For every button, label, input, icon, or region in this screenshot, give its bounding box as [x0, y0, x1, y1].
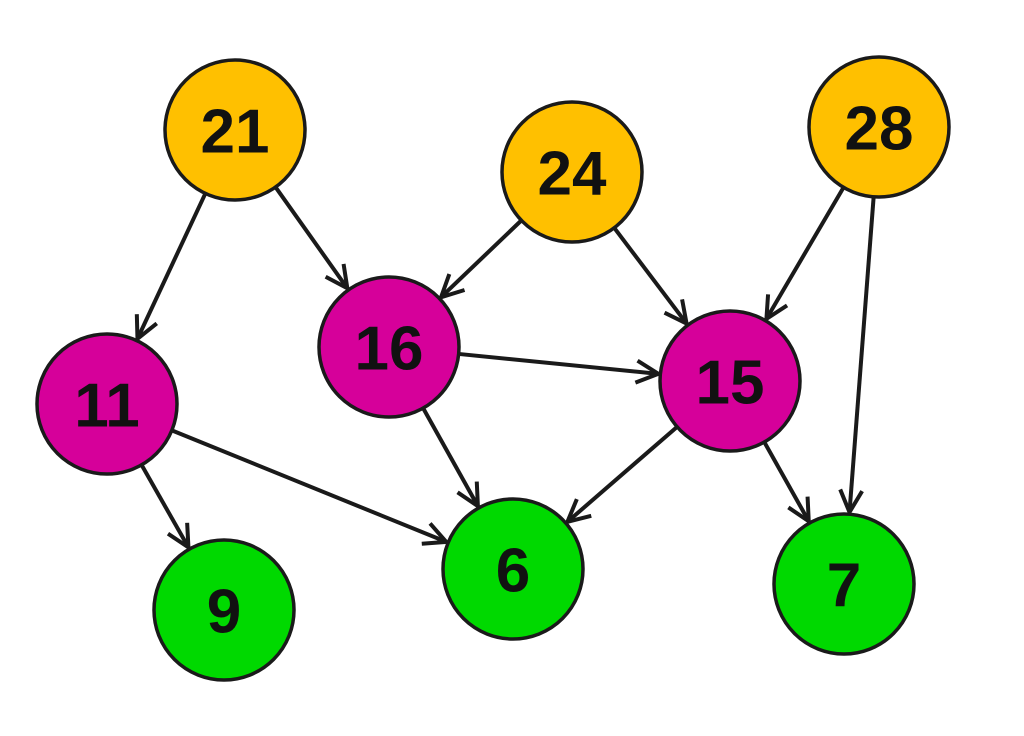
node-24: 24 — [500, 100, 644, 244]
edge-line — [139, 463, 191, 549]
node-circle — [152, 538, 296, 682]
edge-line — [612, 226, 689, 325]
edge-line — [273, 185, 349, 290]
arrowhead-icon — [421, 522, 451, 546]
node-label: 9 — [207, 578, 241, 647]
node-11: 11 — [35, 332, 179, 476]
node-16: 16 — [317, 275, 461, 419]
edge-line — [764, 186, 846, 320]
arrowhead-icon — [787, 496, 811, 526]
node-circle — [441, 497, 585, 641]
node-circle — [658, 309, 802, 453]
node-label: 7 — [827, 552, 861, 621]
node-label: 6 — [496, 537, 530, 606]
node-label: 21 — [201, 98, 270, 167]
edge-16-to-6 — [421, 407, 481, 511]
edge-15-to-7 — [762, 441, 811, 526]
edge-28-to-7 — [838, 196, 876, 517]
edge-line — [171, 428, 448, 544]
node-circle — [807, 55, 951, 199]
node-9: 9 — [152, 538, 296, 682]
arrowhead-icon — [456, 481, 481, 511]
arrowhead-icon — [634, 359, 663, 385]
node-7: 7 — [772, 512, 916, 656]
edge-24-to-16 — [437, 218, 523, 301]
edge-21-to-11 — [134, 192, 208, 343]
edge-11-to-9 — [139, 463, 191, 552]
edges-layer — [134, 185, 876, 552]
arrowhead-icon — [437, 273, 466, 301]
node-label: 11 — [74, 372, 140, 441]
edge-24-to-15 — [612, 226, 690, 328]
edge-28-to-15 — [764, 186, 846, 323]
arrowhead-icon — [764, 294, 789, 323]
arrowhead-icon — [663, 299, 690, 328]
node-circle — [35, 332, 179, 476]
node-label: 16 — [355, 315, 424, 384]
arrowhead-icon — [564, 498, 592, 525]
node-6: 6 — [441, 497, 585, 641]
edge-21-to-16 — [273, 185, 350, 292]
arrowhead-icon — [166, 522, 191, 552]
node-label: 15 — [696, 349, 765, 418]
arrowhead-icon — [324, 263, 350, 292]
edge-15-to-6 — [564, 425, 679, 525]
node-circle — [317, 275, 461, 419]
edge-11-to-6 — [171, 428, 451, 546]
edge-line — [566, 425, 679, 524]
node-circle — [772, 512, 916, 656]
nodes-layer: 21 24 28 11 16 15 9 6 7 — [35, 55, 951, 682]
node-28: 28 — [807, 55, 951, 199]
node-21: 21 — [163, 58, 307, 202]
node-label: 24 — [538, 140, 607, 209]
edge-line — [421, 407, 480, 508]
node-circle — [163, 58, 307, 202]
arrowhead-icon — [134, 314, 158, 343]
arrowhead-icon — [838, 488, 864, 517]
edge-line — [439, 218, 523, 299]
edge-line — [847, 196, 876, 513]
edge-line — [458, 351, 659, 376]
node-label: 28 — [845, 95, 914, 164]
edge-16-to-15 — [458, 351, 663, 385]
node-circle — [500, 100, 644, 244]
node-15: 15 — [658, 309, 802, 453]
edge-line — [135, 192, 208, 340]
edge-line — [762, 441, 811, 523]
